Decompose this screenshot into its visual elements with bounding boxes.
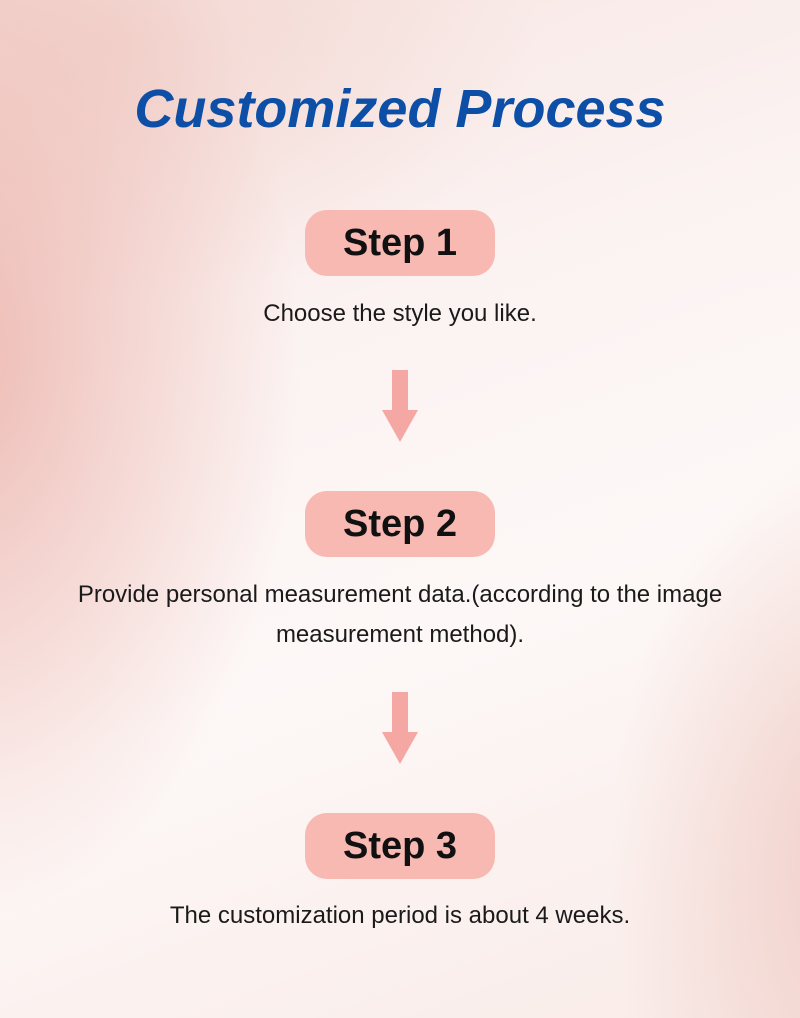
page-title: Customized Process [134,79,666,139]
step-1-description: Choose the style you like. [263,300,537,327]
step-3-description: The customization period is about 4 week… [169,902,631,929]
step-2-badge: Step 2 [305,491,495,557]
arrow-down-icon [382,370,418,442]
step-2-description: Provide personal measurement data.(accor… [77,581,723,648]
arrow-down-icon [382,692,418,764]
step-1-badge: Step 1 [305,210,495,276]
step-3-badge: Step 3 [305,813,495,879]
